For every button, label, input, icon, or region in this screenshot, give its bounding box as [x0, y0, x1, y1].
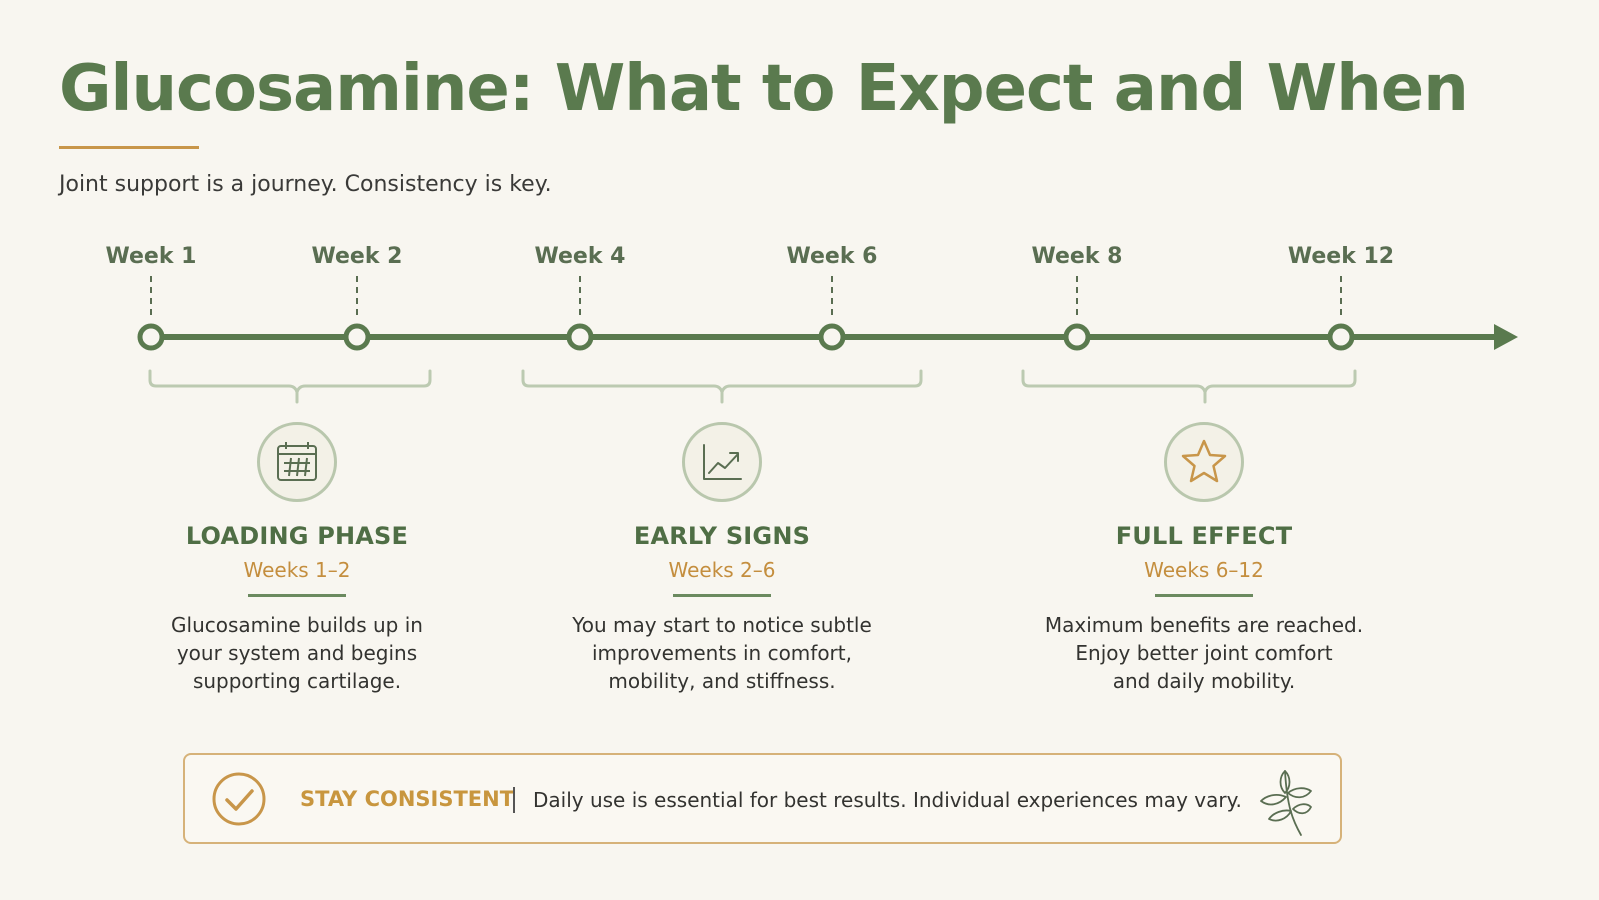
week-12-marker	[1327, 323, 1355, 351]
phase-title: FULL EFFECT	[1115, 522, 1293, 550]
phase-title: EARLY SIGNS	[633, 522, 811, 550]
phase-divider	[1155, 594, 1253, 597]
phase-desc-line: You may start to notice subtle	[572, 613, 872, 637]
leaf-sprig-icon	[1260, 770, 1312, 836]
week-label-4: Week 4	[534, 244, 626, 269]
banner-title: STAY CONSISTENT	[300, 787, 515, 811]
calendar-icon	[257, 422, 337, 502]
phase-weeks: Weeks 6–12	[1144, 558, 1264, 582]
week-2-marker	[343, 323, 371, 351]
phase-description: Maximum benefits are reached. Enjoy bett…	[1039, 611, 1369, 695]
banner-divider	[513, 787, 515, 813]
phase-desc-line: and daily mobility.	[1112, 669, 1296, 693]
phase-divider	[673, 594, 771, 597]
phase-divider	[248, 594, 346, 597]
page-title: Glucosamine: What to Expect and When	[59, 52, 1469, 126]
phase-full-effect: FULL EFFECT Weeks 6–12 Maximum benefits …	[1004, 422, 1404, 695]
week-4-marker	[566, 323, 594, 351]
week-label-2: Week 2	[311, 244, 403, 269]
checkmark-circle-icon	[212, 772, 266, 826]
week-label-8: Week 8	[1031, 244, 1123, 269]
phase-desc-line: supporting cartilage.	[192, 669, 402, 693]
phase-desc-line: mobility, and stiffness.	[608, 669, 836, 693]
banner-text: Daily use is essential for best results.…	[533, 788, 1242, 812]
phase-desc-line: improvements in comfort,	[592, 641, 852, 665]
week-8-marker	[1063, 323, 1091, 351]
phase-weeks: Weeks 1–2	[243, 558, 351, 582]
timeline-arrowhead	[1494, 324, 1518, 350]
phase-description: You may start to notice subtle improveme…	[562, 611, 882, 695]
phase-weeks: Weeks 2–6	[668, 558, 776, 582]
week-6-marker	[818, 323, 846, 351]
phase-2-bracket	[521, 369, 923, 404]
trend-chart-icon	[682, 422, 762, 502]
week-label-12: Week 12	[1287, 244, 1395, 269]
week-1-marker	[137, 323, 165, 351]
phase-desc-line: Maximum benefits are reached.	[1044, 613, 1364, 637]
phase-desc-line: Enjoy better joint comfort	[1075, 641, 1333, 665]
phase-desc-line: your system and begins	[176, 641, 418, 665]
week-label-6: Week 6	[786, 244, 878, 269]
phase-3-bracket	[1021, 369, 1357, 404]
week-label-1: Week 1	[105, 244, 197, 269]
phase-title: LOADING PHASE	[185, 522, 409, 550]
timeline	[137, 276, 1518, 404]
title-underline	[59, 146, 199, 149]
phase-early-signs: EARLY SIGNS Weeks 2–6 You may start to n…	[522, 422, 922, 695]
page-subtitle: Joint support is a journey. Consistency …	[59, 172, 552, 197]
consistency-banner: STAY CONSISTENT Daily use is essential f…	[183, 753, 1342, 844]
phase-desc-line: Glucosamine builds up in	[171, 613, 423, 637]
phase-description: Glucosamine builds up in your system and…	[152, 611, 442, 695]
phase-1-bracket	[148, 369, 432, 404]
star-icon	[1164, 422, 1244, 502]
phase-loading: LOADING PHASE Weeks 1–2 Glucosamine buil…	[97, 422, 497, 695]
